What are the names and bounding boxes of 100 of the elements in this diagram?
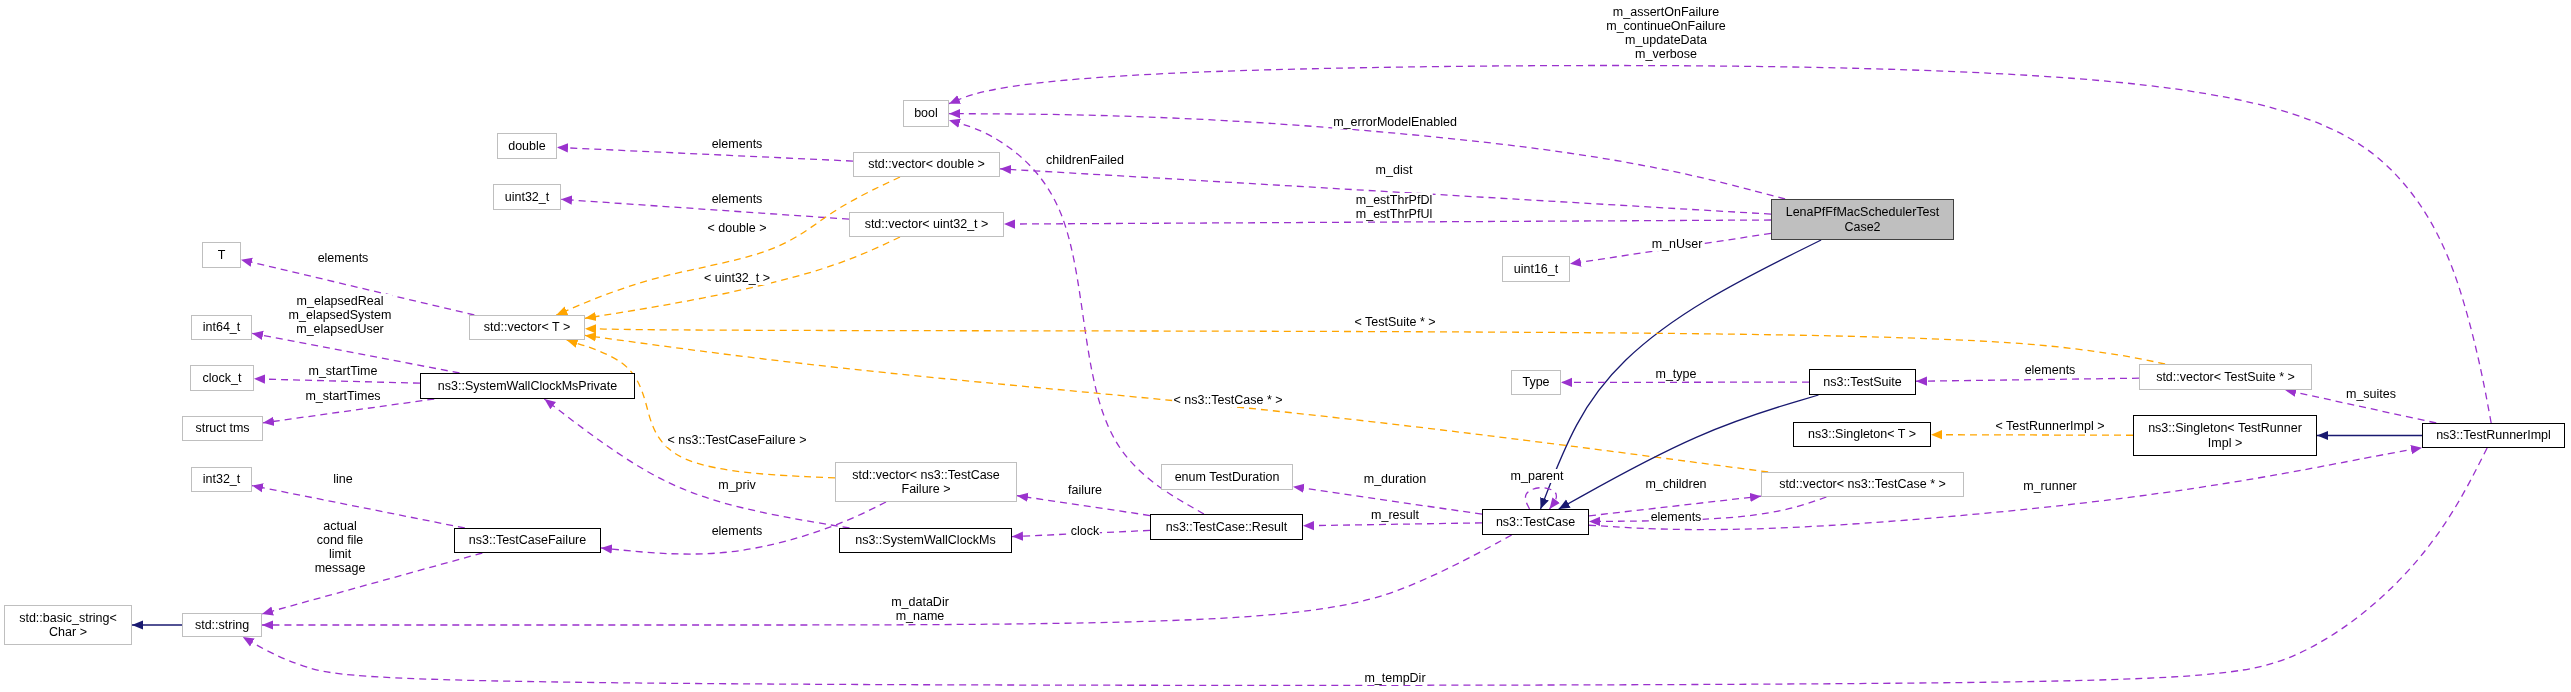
class-box (493, 184, 561, 210)
edge-label: m_priv (717, 478, 757, 492)
class-name: LenaPfFfMacSchedulerTest Case2 (1784, 205, 1941, 234)
class-name: std::vector< TestSuite * > (2155, 369, 2296, 385)
arrow (948, 118, 1205, 515)
arrow (240, 257, 475, 316)
class-name: std::vector< uint32_t > (863, 217, 990, 232)
arrow (584, 236, 901, 322)
edge-label: elements (710, 524, 764, 538)
arrow (1016, 492, 1151, 517)
edge-label: m_children (1644, 477, 1708, 491)
class-box (1761, 472, 1964, 497)
arrow (261, 552, 483, 616)
edge-label: clock (1069, 524, 1101, 538)
arrow (1524, 487, 1560, 510)
arrow (1588, 492, 1762, 517)
class-name: int64_t (201, 320, 242, 335)
class-box (191, 315, 252, 340)
edge-label: m_type (1654, 367, 1698, 381)
edge-label: m_result (1370, 508, 1420, 522)
arrow (242, 447, 2488, 686)
edge-label: m_startTime (307, 364, 379, 378)
arrow (543, 398, 851, 529)
edge-label: m_elapsedReal m_elapsedSystem m_elapsedUser (287, 294, 393, 336)
arrow (1292, 483, 1483, 515)
arrow (1558, 394, 1820, 510)
class-box (202, 242, 241, 268)
edge-label: m_duration (1362, 472, 1428, 486)
edge-label: elements (1649, 510, 1703, 524)
class-box (2422, 423, 2565, 448)
arrow (584, 324, 2166, 365)
arrow (131, 620, 183, 630)
class-box (1771, 199, 1954, 240)
edge-label: < TestSuite * > (1353, 315, 1437, 329)
class-box (454, 528, 601, 553)
class-box (1150, 514, 1303, 540)
arrow (262, 398, 435, 426)
arrow (1539, 239, 1822, 510)
class-box (497, 133, 557, 159)
class-name: std::basic_string< Char > (18, 610, 118, 640)
arrow (251, 330, 461, 374)
class-name: ns3::TestSuite (1822, 374, 1903, 390)
arrow (253, 374, 421, 384)
class-name: ns3::SystemWallClockMsPrivate (436, 378, 619, 394)
class-name: std::vector< ns3::TestCase Failure > (851, 467, 1001, 497)
arrow (261, 534, 1513, 630)
edge-label: m_dist (1374, 163, 1414, 177)
class-name: ns3::SystemWallClockMs (854, 533, 997, 548)
arrow (948, 109, 1786, 200)
arrow (1560, 377, 1810, 388)
class-name: ns3::TestCaseFailure (467, 533, 588, 548)
edge-label: m_suites (2345, 387, 2397, 401)
class-name: Type (1521, 375, 1551, 390)
edge-label: < ns3::TestCase * > (1172, 393, 1284, 407)
class-box (835, 462, 1017, 502)
edge-label: m_dataDir m_name (890, 595, 950, 623)
arrow (999, 164, 1772, 215)
class-name: std::vector< T > (482, 320, 572, 335)
class-name: ns3::Singleton< T > (1807, 427, 1917, 442)
arrow (1588, 496, 1828, 527)
arrow (1003, 219, 1772, 229)
class-box (469, 315, 585, 340)
class-name: int32_t (201, 472, 242, 487)
arrow (1302, 520, 1483, 531)
class-name: ns3::TestCase::Result (1164, 519, 1289, 535)
arrow (565, 338, 836, 479)
class-box (1502, 256, 1570, 282)
class-box (4, 605, 132, 645)
arrow (2316, 430, 2423, 441)
edge-label: elements (710, 137, 764, 151)
class-box (849, 212, 1004, 237)
edge-label: m_tempDir (1363, 671, 1427, 685)
class-name: std::vector< double > (867, 157, 986, 172)
class-name: clock_t (201, 370, 243, 386)
edge-label: < uint32_t > (703, 271, 771, 285)
class-box (839, 528, 1012, 553)
class-box (190, 365, 254, 391)
edge-label: childrenFailed (1045, 153, 1125, 167)
class-box (191, 467, 252, 492)
edge-label: < TestRunnerImpl > (1994, 419, 2106, 433)
class-name: ns3::TestRunnerImpl (2435, 428, 2552, 443)
class-name: uint16_t (1512, 261, 1560, 277)
class-name: enum TestDuration (1173, 469, 1281, 485)
arrow (560, 195, 850, 220)
edge-label: m_estThrPfDl m_estThrPfUl (1354, 193, 1434, 221)
edge-label: elements (710, 192, 764, 206)
class-name: struct tms (194, 421, 251, 436)
arrow (251, 483, 466, 529)
arrow (555, 176, 901, 316)
class-box (903, 100, 949, 127)
class-name: double (507, 138, 547, 154)
arrow (1930, 430, 2134, 440)
edge-label: elements (316, 251, 370, 265)
arrow (1915, 376, 2140, 386)
arrow (556, 143, 854, 162)
class-box (1809, 369, 1916, 395)
class-name: uint32_t (503, 189, 551, 205)
class-box (182, 416, 263, 441)
class-name: std::vector< ns3::TestCase * > (1778, 477, 1947, 492)
arrow (600, 501, 887, 555)
